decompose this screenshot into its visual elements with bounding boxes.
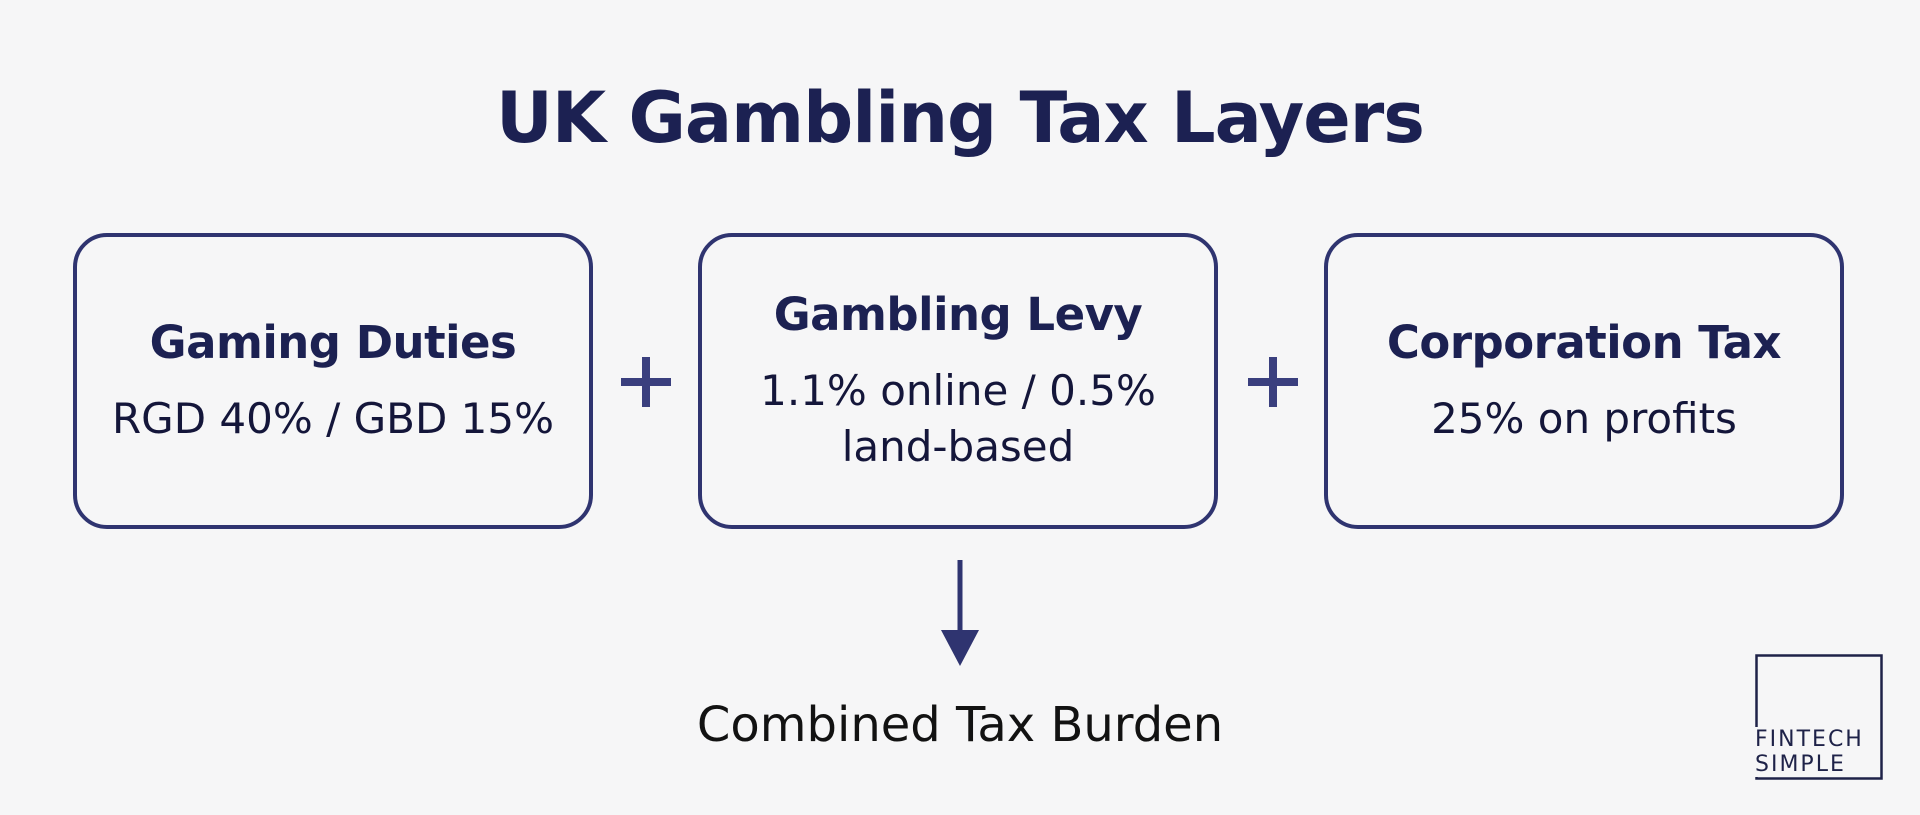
box-text: 1.1% online / 0.5% land-based: [760, 366, 1156, 471]
down-arrow-icon: [941, 560, 979, 666]
logo-line-2: SIMPLE: [1755, 752, 1846, 777]
combined-tax-burden-label: Combined Tax Burden: [696, 697, 1224, 753]
box-text: 25% on profits: [1431, 394, 1737, 443]
box-text: RGD 40% / GBD 15%: [111, 394, 555, 443]
gaming-duties-box: Gaming Duties RGD 40% / GBD 15%: [73, 233, 593, 529]
box-title: Gambling Levy: [773, 288, 1143, 341]
gambling-levy-box: Gambling Levy 1.1% online / 0.5% land-ba…: [698, 233, 1218, 529]
box-title: Gaming Duties: [149, 316, 517, 369]
logo-frame: [1755, 654, 1883, 780]
box-title: Corporation Tax: [1386, 316, 1782, 369]
diagram-title: UK Gambling Tax Layers: [496, 77, 1425, 159]
plus-icon: [621, 357, 671, 407]
corporation-tax-box: Corporation Tax 25% on profits: [1324, 233, 1844, 529]
plus-icon: [1248, 357, 1298, 407]
fintech-simple-logo: FINTECH SIMPLE: [1755, 654, 1883, 780]
logo-text: FINTECH SIMPLE: [1755, 727, 1867, 777]
logo-line-1: FINTECH: [1755, 727, 1864, 752]
